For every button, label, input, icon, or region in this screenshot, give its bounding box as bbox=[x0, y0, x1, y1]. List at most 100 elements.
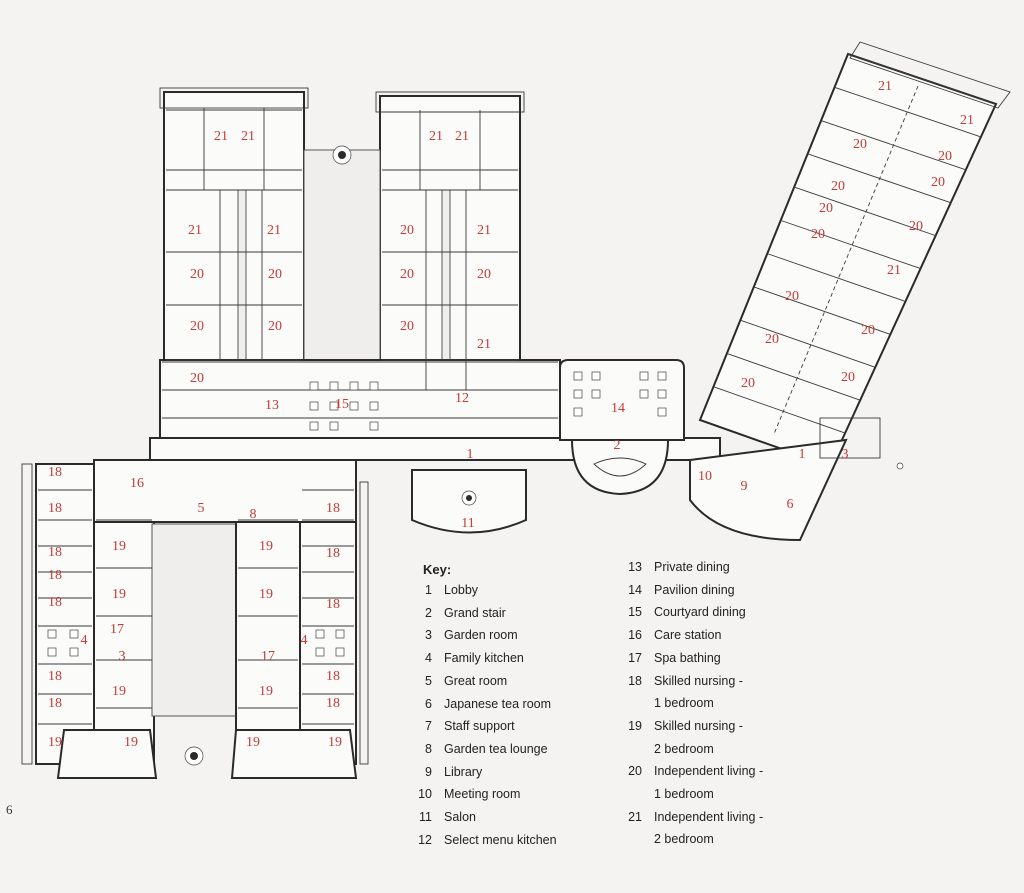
room-number-label: 20 bbox=[785, 289, 799, 304]
room-number-label: 20 bbox=[853, 137, 867, 152]
dining-table bbox=[329, 401, 339, 411]
room-number-label: 18 bbox=[326, 669, 340, 684]
key-label: 1 bedroom bbox=[654, 696, 714, 711]
room-number-label: 20 bbox=[190, 319, 204, 334]
key-label: Garden tea lounge bbox=[444, 741, 548, 756]
room-number-label: 9 bbox=[741, 479, 748, 494]
unit-partition bbox=[794, 186, 936, 237]
dining-table bbox=[369, 421, 379, 431]
unit-partition bbox=[753, 286, 891, 335]
wing-east bbox=[698, 52, 998, 468]
room-number-label: 4 bbox=[301, 633, 308, 648]
unit-partition bbox=[726, 353, 861, 401]
page-number: 6 bbox=[6, 802, 13, 817]
unit-partition bbox=[740, 319, 876, 368]
key-label: Select menu kitchen bbox=[444, 832, 557, 847]
room-number-label: 19 bbox=[259, 587, 273, 602]
south-east-bay bbox=[230, 729, 358, 779]
dining-table bbox=[573, 407, 583, 417]
room-number-label: 1 bbox=[467, 447, 474, 462]
room-number-label: 13 bbox=[265, 398, 279, 413]
key-label: 2 bedroom bbox=[654, 741, 714, 756]
dining-table bbox=[47, 647, 57, 657]
dining-table bbox=[657, 389, 667, 399]
key-row: 18 Skilled nursing - bbox=[620, 674, 743, 688]
dining-table bbox=[335, 647, 345, 657]
key-number: 20 bbox=[628, 764, 642, 779]
key-label: Private dining bbox=[654, 560, 730, 574]
room-number-label: 20 bbox=[819, 201, 833, 216]
east-lobby-block bbox=[689, 438, 848, 542]
south-west-bay bbox=[56, 729, 158, 779]
room-number-label: 19 bbox=[246, 735, 260, 750]
key-label: Japanese tea room bbox=[444, 696, 552, 711]
dining-table bbox=[329, 381, 339, 391]
dining-table bbox=[369, 401, 379, 411]
dining-table bbox=[315, 629, 325, 639]
room-number-label: 6 bbox=[787, 497, 794, 512]
room-number-label: 5 bbox=[198, 501, 205, 516]
dining-table bbox=[309, 381, 319, 391]
room-number-label: 21 bbox=[188, 223, 202, 238]
room-number-label: 21 bbox=[241, 129, 255, 144]
key-row: 8 Garden tea lounge bbox=[410, 742, 548, 756]
unit-partition bbox=[780, 219, 921, 269]
key-number: 8 bbox=[425, 741, 432, 756]
key-label: Independent living - bbox=[654, 764, 764, 779]
key-number: 5 bbox=[425, 673, 432, 688]
key-label: Family kitchen bbox=[444, 651, 524, 666]
room-number-label: 21 bbox=[878, 79, 892, 94]
key-row: 4 Family kitchen bbox=[410, 651, 524, 665]
key-row: 1 bedroom bbox=[620, 787, 714, 801]
room-number-label: 19 bbox=[112, 684, 126, 699]
key-number: 17 bbox=[628, 650, 642, 665]
room-number-label: 21 bbox=[477, 223, 491, 238]
room-number-label: 19 bbox=[328, 735, 342, 750]
room-number-label: 19 bbox=[124, 735, 138, 750]
dining-table bbox=[309, 421, 319, 431]
room-number-label: 20 bbox=[400, 267, 414, 282]
key-label: Garden room bbox=[444, 628, 518, 643]
room-number-label: 18 bbox=[326, 696, 340, 711]
dining-table bbox=[309, 401, 319, 411]
key-number: 18 bbox=[628, 673, 642, 688]
key-label: Meeting room bbox=[444, 787, 521, 802]
key-row: 2 bedroom bbox=[620, 832, 714, 846]
room-number-label: 20 bbox=[831, 179, 845, 194]
dining-table bbox=[639, 371, 649, 381]
unit-grid bbox=[38, 53, 997, 725]
room-number-label: 11 bbox=[461, 516, 474, 531]
room-number-label: 4 bbox=[81, 633, 88, 648]
key-number: 16 bbox=[628, 628, 642, 643]
room-number-label: 21 bbox=[887, 263, 901, 278]
key-label: Skilled nursing - bbox=[654, 718, 743, 733]
key-number: 4 bbox=[425, 651, 432, 666]
key-number: 2 bbox=[425, 605, 432, 620]
room-number-label: 20 bbox=[931, 175, 945, 190]
room-number-label: 17 bbox=[261, 649, 275, 664]
room-number-label: 21 bbox=[477, 337, 491, 352]
dining-table bbox=[349, 381, 359, 391]
room-number-label: 21 bbox=[214, 129, 228, 144]
room-number-label: 20 bbox=[268, 267, 282, 282]
key-label: Lobby bbox=[444, 583, 479, 597]
room-number-label: 3 bbox=[119, 649, 126, 664]
plan-structure bbox=[21, 41, 1011, 779]
south-great-room bbox=[93, 459, 357, 523]
room-number-label: 19 bbox=[259, 684, 273, 699]
key-label: Pavilion dining bbox=[654, 582, 735, 597]
room-number-label: 21 bbox=[267, 223, 281, 238]
key-label: Skilled nursing - bbox=[654, 673, 743, 688]
room-number-label: 19 bbox=[112, 587, 126, 602]
